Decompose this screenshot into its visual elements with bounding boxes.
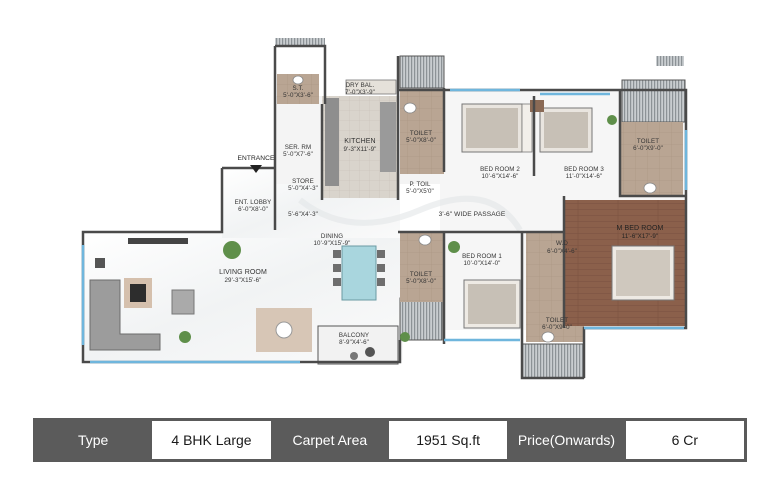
carpet-area-label: Carpet Area bbox=[270, 419, 389, 461]
room-living-dim: 29'-3"X15'-6" bbox=[225, 277, 262, 284]
room-entlobby-dim: 6'-0"X8'-0" bbox=[238, 206, 268, 213]
room-toilet2-name: TOILET bbox=[410, 271, 432, 278]
room-drybal-name: DRY BAL. bbox=[346, 82, 375, 89]
room-wd-dim: 6'-0"X4'-6" bbox=[547, 248, 577, 255]
room-toilet-mbr-dim: 6'-0"X9'-0" bbox=[633, 145, 663, 152]
room-balcony-dim: 8'-9"X4'-6" bbox=[339, 339, 369, 346]
room-toilet1-dim: 5'-0"X8'-0" bbox=[406, 137, 436, 144]
room-dining-name: DINING bbox=[321, 233, 343, 240]
room-store-dim: 5'-0"X4'-3" bbox=[288, 185, 318, 192]
type-value: 4 BHK Large bbox=[152, 421, 271, 459]
room-kitchen-name: KITCHEN bbox=[344, 138, 375, 145]
room-bed2-dim: 10'-6"X14'-6" bbox=[482, 173, 519, 180]
room-living-name: LIVING ROOM bbox=[219, 269, 267, 276]
balcony-grills bbox=[275, 38, 686, 379]
entrance-label: ENTRANCE bbox=[237, 155, 275, 162]
room-toilet3-name: TOILET bbox=[546, 317, 568, 324]
room-drybal-dim: 7'-0"X3'-9" bbox=[345, 89, 375, 96]
room-toilet2-dim: 5'-0"X8'-0" bbox=[406, 278, 436, 285]
room-bed1-dim: 10'-0"X14'-0" bbox=[464, 260, 501, 267]
room-serrm-dim: 5'-0"X7'-6" bbox=[283, 151, 313, 158]
room-bed3-name: BED ROOM 3 bbox=[564, 166, 604, 173]
room-bed3-dim: 11'-0"X14'-6" bbox=[566, 173, 603, 180]
windows bbox=[81, 88, 688, 364]
walls bbox=[81, 44, 688, 380]
furniture bbox=[89, 75, 675, 365]
lobby-dim-label: 5'-6"X4'-3" bbox=[288, 211, 318, 218]
room-ptoil-name: P. TOIL bbox=[410, 181, 431, 188]
price-value: 6 Cr bbox=[625, 421, 744, 459]
unit-summary-table: Type 4 BHK Large Carpet Area 1951 Sq.ft … bbox=[33, 418, 747, 462]
room-toilet-mbr-name: TOILET bbox=[637, 138, 659, 145]
room-ptoil-dim: 5'-0"X5'0" bbox=[406, 188, 434, 195]
carpet-area-value: 1951 Sq.ft bbox=[388, 421, 508, 459]
passage-label: 3'-6" WIDE PASSAGE bbox=[439, 211, 506, 218]
kitchen-area bbox=[322, 79, 398, 198]
room-wd-name: W.D bbox=[556, 240, 568, 247]
entrance-arrow-icon bbox=[250, 165, 262, 173]
room-labels: S.T. 5'-0"X3'-6" DRY BAL. 7'-0"X3'-9" SE… bbox=[219, 82, 663, 346]
room-bed1-name: BED ROOM 1 bbox=[462, 253, 502, 260]
room-store-name: STORE bbox=[292, 178, 314, 185]
room-entlobby-name: ENT. LOBBY bbox=[235, 199, 272, 206]
room-bed2-name: BED ROOM 2 bbox=[480, 166, 520, 173]
room-toilet1-name: TOILET bbox=[410, 130, 432, 137]
room-kitchen-dim: 9'-3"X11'-9" bbox=[344, 146, 377, 153]
room-st-name: S.T. bbox=[292, 85, 303, 92]
price-label: Price(Onwards) bbox=[507, 419, 626, 461]
room-toilet3-dim: 6'-0"X9'-0" bbox=[542, 324, 572, 331]
room-balcony-name: BALCONY bbox=[339, 332, 369, 339]
type-label: Type bbox=[34, 419, 153, 461]
tiled-areas bbox=[277, 74, 683, 342]
room-mbed-dim: 11'-6"X17'-9" bbox=[622, 233, 659, 240]
floor-plan: S.T. 5'-0"X3'-6" DRY BAL. 7'-0"X3'-9" SE… bbox=[81, 38, 688, 380]
room-dining-dim: 10'-9"X15'-9" bbox=[314, 240, 351, 247]
room-mbed-name: M BED ROOM bbox=[617, 225, 664, 232]
room-st-dim: 5'-0"X3'-6" bbox=[283, 92, 313, 99]
room-serrm-name: SER. RM bbox=[285, 144, 311, 151]
